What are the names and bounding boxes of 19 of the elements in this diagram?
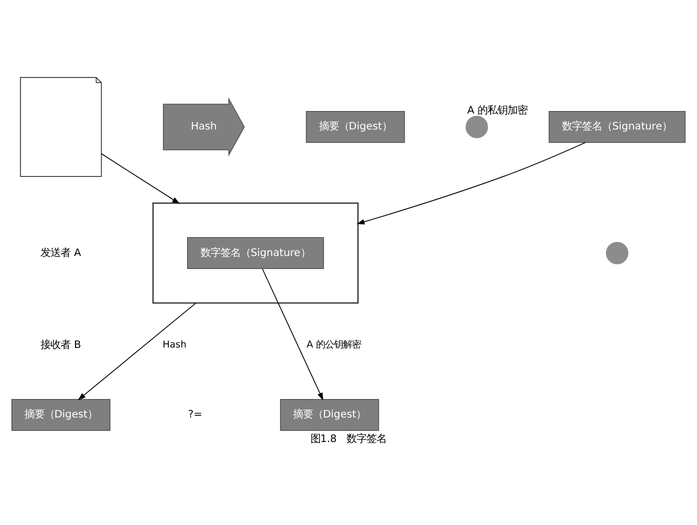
node-box: 摘要（Digest） (306, 110, 405, 142)
cluster (152, 202, 359, 304)
label: 发送者 A (40, 246, 82, 258)
edge-label: A 的公钥解密 (306, 339, 362, 350)
node-box: 数字签名（Signature） (187, 236, 324, 269)
node-box: 摘要（Digest） (11, 398, 110, 430)
label: 接收者 B (40, 338, 82, 350)
edge-label: Hash (162, 339, 186, 350)
arrow (101, 152, 180, 204)
label: ?= (188, 408, 202, 420)
node-box: 数字签名（Signature） (548, 110, 686, 142)
arrow (356, 142, 586, 224)
arrow (78, 302, 196, 400)
arrow (262, 268, 324, 400)
node-key (606, 241, 628, 264)
node-box: 摘要（Digest） (280, 398, 380, 430)
node-key (466, 115, 488, 138)
node-label: A 的私钥加密 (467, 104, 528, 116)
caption: 图1.8 数字签名 (310, 432, 387, 445)
